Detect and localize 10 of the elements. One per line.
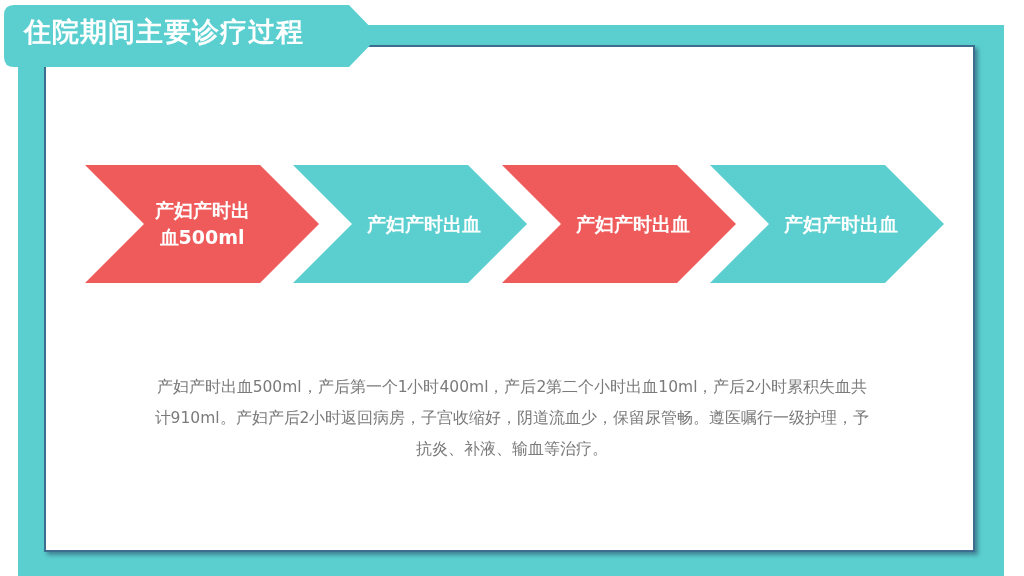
description-paragraph: 产妇产时出血500ml，产后第一个1小时400ml，产后2第二个小时出血10ml，产后2小时累积失血共计910ml。产妇产后2小时返回病房，子宫收缩好，阴道流血少，保留尿管畅。遵医嘱行一级护理，予抗炎、补液、输血等治疗。 — [153, 377, 871, 460]
step-label: 产妇产时出血 — [576, 211, 690, 237]
chevron-step — [502, 165, 736, 283]
step-label: 产妇产时出血 — [367, 211, 481, 237]
chevron-step — [85, 165, 319, 283]
chevron-step — [710, 165, 944, 283]
step-label: 产妇产时出血500ml — [153, 198, 251, 250]
step-label: 产妇产时出血 — [784, 211, 898, 237]
chevron-step — [293, 165, 527, 283]
slide-title: 住院期间主要诊疗过程 — [24, 15, 304, 49]
